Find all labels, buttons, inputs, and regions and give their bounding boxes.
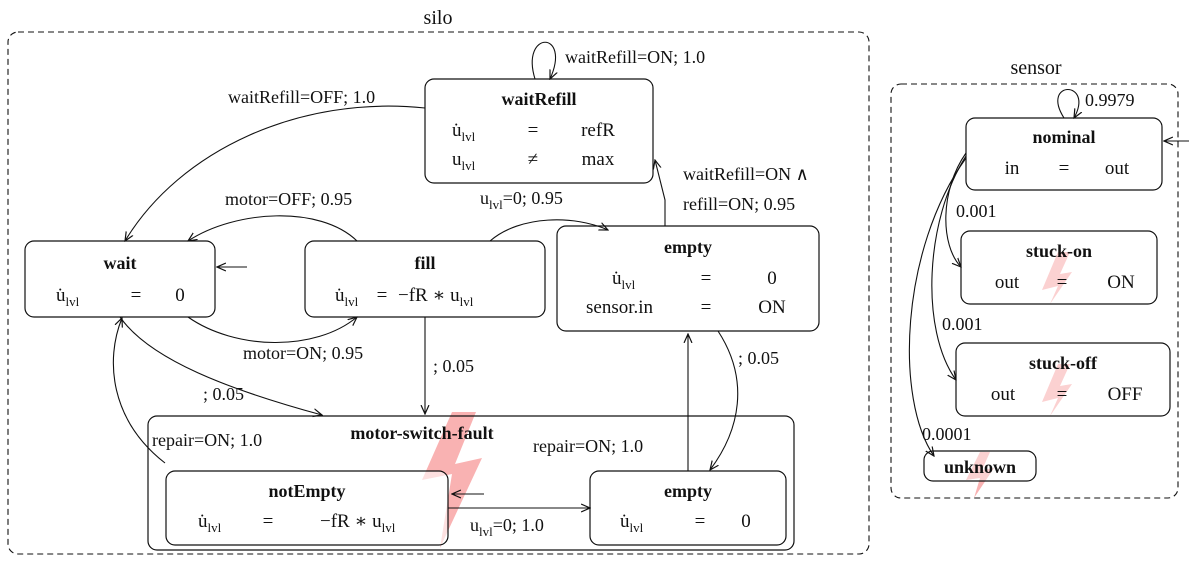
- edge-label: ; 0.05: [203, 384, 244, 404]
- edge-label: refill=ON; 0.95: [683, 194, 795, 214]
- eq-lhs: ulvl: [452, 149, 476, 173]
- edge-label: repair=ON; 1.0: [533, 436, 643, 456]
- edge-label: ; 0.05: [433, 356, 474, 376]
- silo-title: silo: [424, 7, 453, 29]
- edge-label: ulvl=0; 0.95: [480, 188, 563, 212]
- eq-rhs: −fR ∗ ulvl: [320, 511, 396, 535]
- lightning-bolt-icon: [422, 412, 482, 548]
- lightning-bolt-icon: [1042, 364, 1072, 416]
- state-name: empty: [664, 237, 712, 257]
- eq-lhs: u̇lvl: [198, 511, 222, 535]
- state-waitRefill: waitRefill u̇lvl = refR ulvl ≠ max: [424, 78, 654, 184]
- state-nominal: nominal in = out: [965, 117, 1163, 191]
- eq-rhs: ON: [1107, 272, 1135, 293]
- eq-rhs: −fR ∗ ulvl: [398, 285, 474, 309]
- eq-rhs: ON: [758, 297, 786, 318]
- edge-wait-to-fill: [187, 317, 357, 344]
- state-name: notEmpty: [268, 481, 345, 501]
- edge-fault-to-wait: [112, 318, 166, 464]
- eq-rhs: refR: [581, 120, 615, 141]
- state-name: waitRefill: [502, 89, 577, 109]
- state-name: stuck-off: [1029, 353, 1098, 373]
- edge-to-stuck-off: [931, 155, 967, 380]
- state-fault-empty: empty u̇lvl = 0: [589, 470, 787, 546]
- edge-nominal-self: [1057, 88, 1079, 119]
- state-name: fill: [415, 253, 436, 273]
- edge-fill-to-empty: [489, 219, 608, 242]
- eq-op: =: [1057, 272, 1068, 293]
- edge-label: motor=ON; 0.95: [243, 343, 363, 363]
- edge-label: 0.0001: [922, 424, 972, 444]
- eq-lhs: u̇lvl: [452, 120, 476, 144]
- eq-rhs: OFF: [1108, 384, 1143, 405]
- edge-empty-to-fault-empty: [710, 330, 739, 470]
- eq-op: =: [701, 268, 712, 289]
- state-wait: wait u̇lvl = 0: [24, 240, 216, 318]
- eq-lhs: sensor.in: [586, 297, 654, 318]
- edge-label: 0.9979: [1085, 90, 1135, 110]
- eq-lhs: u̇lvl: [56, 285, 80, 309]
- eq-lhs: in: [1005, 158, 1020, 179]
- state-name: motor-switch-fault: [350, 423, 493, 443]
- eq-op: =: [131, 285, 142, 306]
- eq-lhs: out: [995, 272, 1020, 293]
- eq-lhs: u̇lvl: [620, 511, 644, 535]
- state-name: unknown: [944, 457, 1016, 477]
- eq-lhs: out: [991, 384, 1016, 405]
- silo-boundary: [7, 31, 870, 555]
- edge-waitRefill-self: [531, 41, 555, 79]
- eq-op: =: [695, 511, 706, 532]
- state-name: empty: [664, 481, 712, 501]
- edge-label: ulvl=0; 1.0: [470, 515, 544, 539]
- state-stuck-off: stuck-off out = OFF: [955, 342, 1171, 417]
- state-empty: empty u̇lvl = 0 sensor.in = ON: [556, 225, 820, 332]
- state-name: nominal: [1032, 127, 1095, 147]
- edge-label: repair=ON; 1.0: [152, 430, 262, 450]
- eq-op: =: [377, 285, 388, 306]
- eq-op: =: [1057, 384, 1068, 405]
- eq-op: =: [263, 511, 274, 532]
- state-name: stuck-on: [1026, 241, 1092, 261]
- eq-rhs: 0: [741, 511, 751, 532]
- eq-op: =: [701, 297, 712, 318]
- lightning-bolt-icon: [966, 452, 994, 498]
- edge-fill-to-wait: [188, 215, 358, 241]
- state-unknown: unknown: [923, 450, 1037, 482]
- sensor-boundary: [890, 83, 1179, 499]
- edge-label: waitRefill=ON; 1.0: [565, 47, 705, 67]
- state-notEmpty: notEmpty u̇lvl = −fR ∗ ulvl: [165, 470, 449, 546]
- edge-to-unknown: [908, 157, 967, 456]
- eq-op: =: [1059, 158, 1070, 179]
- edge-to-stuck-on: [945, 152, 967, 267]
- eq-rhs: 0: [767, 268, 777, 289]
- edge-wait-to-fault: [119, 316, 322, 415]
- edge-label: waitRefill=OFF; 1.0: [228, 87, 375, 107]
- eq-lhs: u̇lvl: [612, 268, 636, 292]
- state-fill: fill u̇lvl = −fR ∗ ulvl: [304, 240, 546, 318]
- edge-waitRefill-to-wait: [125, 105, 426, 241]
- sensor-title: sensor: [1010, 57, 1061, 79]
- eq-op: ≠: [528, 149, 538, 170]
- edge-label: waitRefill=ON ∧: [683, 164, 809, 184]
- eq-op: =: [528, 120, 539, 141]
- edge-label: 0.001: [956, 201, 997, 221]
- state-name: wait: [104, 253, 137, 273]
- eq-rhs: out: [1105, 158, 1130, 179]
- eq-lhs: u̇lvl: [335, 285, 359, 309]
- edge-label: motor=OFF; 0.95: [225, 189, 352, 209]
- lightning-bolt-icon: [1042, 252, 1072, 304]
- eq-rhs: 0: [175, 285, 185, 306]
- edge-label: ; 0.05: [738, 348, 779, 368]
- state-stuck-on: stuck-on out = ON: [960, 230, 1158, 305]
- eq-rhs: max: [582, 149, 615, 170]
- state-motor-switch-fault: motor-switch-fault: [147, 415, 795, 551]
- edge-empty-to-waitRefill: [655, 160, 666, 226]
- edge-label: 0.001: [942, 314, 983, 334]
